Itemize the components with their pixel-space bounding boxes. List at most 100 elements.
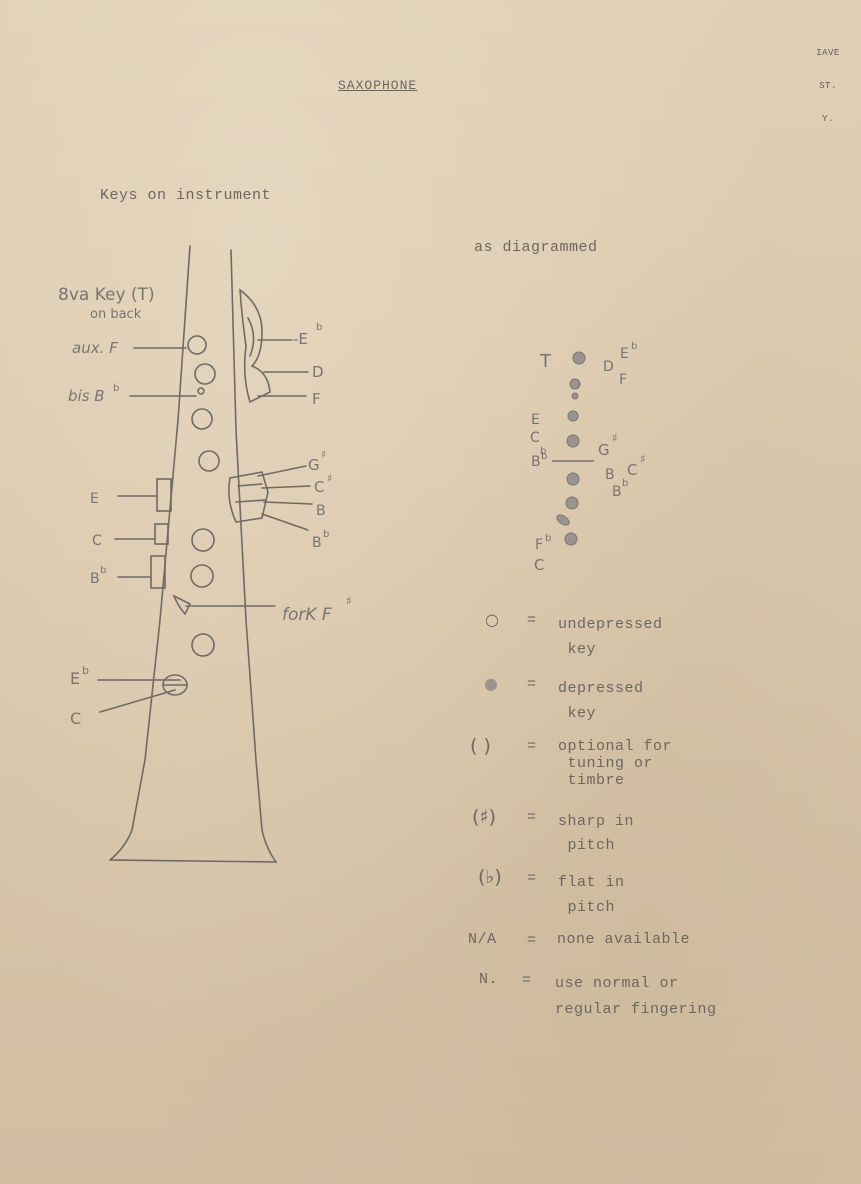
- diagram-key-3: [567, 410, 579, 422]
- label-right-f: F: [312, 390, 321, 408]
- fork-key: [172, 594, 192, 616]
- label-b: B: [316, 503, 326, 519]
- legend-symbol-normal: N.: [479, 971, 499, 988]
- palm-keys: [239, 288, 271, 404]
- legend-text-optional: optional for tuning or timbre: [558, 738, 673, 789]
- diagram-label-b-flat-2: B: [612, 484, 622, 500]
- sax-body-left-edge: [109, 245, 191, 861]
- label-e-flat-low: E: [70, 669, 80, 688]
- label-b-flat-right-sup: b: [323, 529, 329, 540]
- diagram-label-c-sharp-sup: ♯: [640, 452, 646, 466]
- corner-stamp-line-3: Y.: [822, 114, 834, 124]
- diagram-key-1: [569, 378, 581, 390]
- label-c-low: C: [70, 709, 81, 728]
- label-g-sharp: G: [308, 456, 320, 474]
- diagram-label-d: D: [603, 359, 614, 375]
- label-bis-b-flat-sup: b: [113, 383, 119, 394]
- legend-symbol-na: N/A: [468, 931, 497, 948]
- diagram-label-f-flat: F: [535, 537, 543, 553]
- diagram-label-b-flat-sup: b: [541, 451, 547, 462]
- diagram-label-c: C: [530, 430, 540, 446]
- diagram-label-c-sup: b: [540, 446, 546, 457]
- label-b-flat-right: B: [312, 535, 322, 551]
- legend-text-none-available: none available: [557, 931, 691, 948]
- legend-symbol-undepressed: ○: [485, 610, 499, 629]
- label-bis-b: bis B: [68, 387, 105, 405]
- legend-text-undepressed: undepressed key: [558, 616, 663, 658]
- diagram-key-7: [556, 514, 570, 526]
- diagram-label-f-flat-sup: b: [545, 533, 551, 544]
- label-fork-f-sharp-sup: ♯: [346, 594, 352, 608]
- legend-symbol-depressed: ●: [484, 674, 498, 693]
- label-b-flat: B: [90, 571, 100, 587]
- diagram-label-e: E: [531, 412, 540, 428]
- diagram-key-t: [572, 351, 586, 365]
- key-1: [194, 363, 216, 385]
- diagram-key-2: [571, 392, 579, 400]
- diagram-key-5: [566, 472, 580, 486]
- diagram-label-c-low: C: [534, 556, 544, 574]
- legend-text-flat: flat in pitch: [558, 874, 625, 916]
- diagram-label-g-sharp: G: [598, 441, 610, 459]
- diagram-label-g-sharp-sup: ♯: [612, 431, 618, 445]
- legend-eq: =: [527, 870, 537, 887]
- key-aux-f: [187, 335, 207, 355]
- diagram-label-f: F: [619, 372, 627, 388]
- diagram-label-t: T: [539, 351, 552, 372]
- label-c: C: [92, 533, 102, 549]
- legend-eq: =: [522, 972, 532, 989]
- diagram-key-8: [564, 532, 578, 546]
- key-bis-b: [197, 387, 205, 395]
- label-right-d: D: [312, 363, 324, 381]
- diagram-label-b: B: [605, 467, 615, 483]
- diagram-label-c-sharp: C: [627, 461, 637, 479]
- legend-symbol-sharp: (♯): [472, 806, 497, 828]
- legend-eq: =: [527, 612, 537, 629]
- diagram-key-4: [566, 434, 580, 448]
- legend-text-depressed: depressed key: [558, 680, 644, 722]
- legend-eq: =: [527, 932, 537, 949]
- label-c-sharp-sup: ♯: [327, 472, 332, 485]
- label-c-sharp: C: [314, 478, 324, 496]
- legend-symbol-optional: ( ): [470, 735, 491, 757]
- right-heading: as diagrammed: [474, 239, 598, 256]
- legend-eq: =: [527, 676, 537, 693]
- label-octave-key: 8va Key (T): [58, 285, 155, 305]
- page-title: SAXOPHONE: [338, 78, 418, 93]
- side-key-b-flat: [150, 555, 166, 589]
- left-heading: Keys on instrument: [100, 187, 272, 204]
- side-key-e: [156, 478, 172, 512]
- legend-text-sharp: sharp in pitch: [558, 813, 635, 854]
- label-aux-f: aux. F: [72, 339, 118, 357]
- diagram-label-e-flat: E: [620, 346, 629, 362]
- key-4: [191, 528, 215, 552]
- key-2: [191, 408, 213, 430]
- corner-stamp-line-1: IAVE: [816, 48, 840, 58]
- diagram-key-6: [565, 496, 579, 510]
- key-6: [191, 633, 215, 657]
- label-g-sharp-sup: ♯: [321, 448, 326, 461]
- sax-body-right-edge: [230, 249, 277, 863]
- label-right-e-flat-sup: b: [316, 322, 322, 333]
- key-3: [198, 450, 220, 472]
- legend-eq: =: [527, 809, 537, 826]
- label-right-e-flat: -E: [293, 330, 308, 348]
- side-key-c: [154, 523, 169, 545]
- corner-stamp: IAVE ST. Y.: [808, 26, 848, 136]
- legend-eq: =: [527, 738, 537, 755]
- label-octave-key-sub: on back: [90, 307, 142, 322]
- legend-symbol-flat: (♭): [478, 866, 502, 888]
- label-b-flat-sup: b: [100, 565, 106, 576]
- label-e: E: [90, 491, 99, 507]
- diagram-label-b-flat-2-sup: b: [622, 478, 628, 489]
- legend-text-normal: use normal or regular fingering: [555, 975, 717, 1018]
- sax-bell-bottom: [109, 859, 277, 863]
- label-e-flat-low-sup: b: [82, 664, 89, 677]
- diagram-label-e-flat-sup: b: [631, 341, 637, 352]
- label-fork-f-sharp: forK F: [282, 605, 332, 625]
- corner-stamp-line-2: ST.: [819, 81, 837, 91]
- diagram-label-b-flat: B: [531, 454, 541, 470]
- key-5: [190, 564, 214, 588]
